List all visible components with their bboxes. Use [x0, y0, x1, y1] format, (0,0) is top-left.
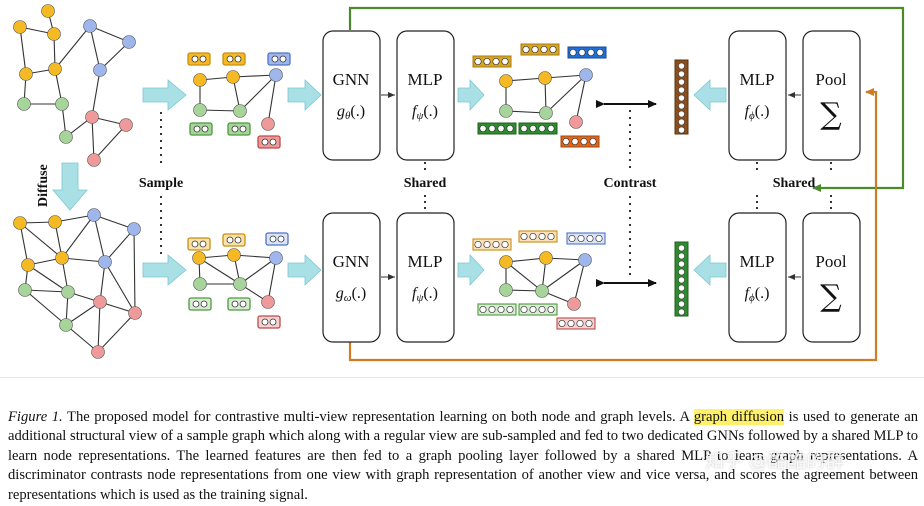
mlp-top-title: MLP — [408, 70, 443, 89]
contrast-label: Contrast — [604, 176, 657, 191]
sample-arrow-bottom — [142, 254, 187, 286]
svg-text:fψ(.): fψ(.) — [412, 103, 438, 122]
feature-chips-top — [187, 52, 291, 149]
svg-text:fϕ(.): fϕ(.) — [745, 103, 770, 122]
mlp-graph-bottom-fn: f — [745, 285, 752, 302]
caption-highlight: graph diffusion — [693, 408, 785, 425]
gnn-bottom-arg: (.) — [352, 285, 367, 302]
gnn-bottom-box: GNN gω(.) — [322, 212, 381, 343]
gnn-bottom-fn: g — [336, 285, 344, 302]
shared-left-label: Shared — [404, 176, 447, 191]
caption-text-before: The proposed model for contrastive multi… — [62, 408, 694, 425]
mlp-graph-bottom-title: MLP — [740, 252, 775, 271]
svg-text:fϕ(.): fϕ(.) — [745, 285, 770, 304]
shared-right-label: Shared — [773, 176, 816, 191]
watermark: 知乎 @酷酷的群 — [705, 450, 845, 472]
arrow-to-nodes-bottom — [457, 253, 485, 287]
diffuse-arrow — [52, 162, 88, 211]
diffused-graph-nodes — [13, 208, 142, 359]
mlp-bottom-fn: f — [412, 285, 419, 302]
mlp-graph-top-title: MLP — [740, 70, 775, 89]
pool-bottom-sum-icon: ∑ — [820, 279, 842, 314]
svg-text:gω(.): gω(.) — [336, 285, 366, 304]
mlp-bottom-arg: (.) — [423, 285, 438, 302]
original-graph — [19, 10, 130, 161]
loop-orange-path — [348, 88, 878, 362]
pool-bottom-title: Pool — [815, 252, 846, 271]
mlp-bottom-box: MLP fψ(.) — [396, 212, 455, 343]
pool-top-sum-icon: ∑ — [820, 97, 842, 132]
mlp-graph-top-sub: ϕ — [749, 110, 755, 122]
node-vectors-top — [472, 43, 607, 148]
arrow-to-nodes-top — [457, 78, 485, 112]
mlp-top-box: MLP fψ(.) — [396, 30, 455, 161]
gnn-top-title: GNN — [333, 70, 370, 89]
arrow-to-graph-vector-bottom — [693, 254, 727, 286]
arrow-to-gnn-bottom — [287, 254, 322, 286]
node-vector-cells-top — [474, 45, 604, 146]
mlp-graph-bottom-sub: ϕ — [749, 292, 755, 304]
svg-text:gθ(.): gθ(.) — [337, 103, 365, 122]
gnn-bottom-sub: ω — [344, 292, 352, 304]
mlp-graph-bottom-box: MLP fϕ(.) — [728, 212, 787, 343]
node-vector-cells-bottom — [474, 232, 603, 328]
mlp-top-arg: (.) — [423, 103, 438, 120]
pool-bottom-box: Pool ∑ — [802, 212, 861, 343]
mlp-bottom-sub: ψ — [416, 292, 423, 304]
gnn-top-fn: g — [337, 103, 345, 120]
arrow-to-gnn-top — [287, 79, 322, 111]
mlp-graph-top-box: MLP fϕ(.) — [728, 30, 787, 161]
pool-top-title: Pool — [815, 70, 846, 89]
step-sample-label: Sample — [139, 176, 183, 191]
figure-label: Figure 1. — [8, 408, 63, 425]
mlp-top-sub: ψ — [416, 110, 423, 122]
caption-divider — [0, 377, 924, 378]
gnn-top-box: GNN gθ(.) — [322, 30, 381, 161]
node-repr-graph-bottom — [505, 257, 586, 305]
gnn-bottom-title: GNN — [333, 252, 370, 271]
arrow-to-graph-vector-top — [693, 79, 727, 111]
loop-green-path — [348, 6, 905, 192]
mlp-graph-top-arg: (.) — [755, 103, 770, 120]
sample-arrow-top — [142, 79, 187, 111]
caption-text-after: is used to generate an additional struct… — [8, 408, 918, 503]
mlp-graph-bottom-arg: (.) — [755, 285, 770, 302]
pool-top-box: Pool ∑ — [802, 30, 861, 161]
step-diffuse-label: Diffuse — [36, 164, 51, 207]
svg-text:fψ(.): fψ(.) — [412, 285, 438, 304]
mlp-bottom-title: MLP — [408, 252, 443, 271]
diffused-graph — [19, 214, 136, 353]
gnn-top-arg: (.) — [350, 103, 365, 120]
node-vectors-bottom — [472, 230, 606, 330]
figure-caption: Figure 1. The proposed model for contras… — [8, 408, 918, 506]
mlp-top-fn: f — [412, 103, 419, 120]
original-graph-nodes — [13, 4, 136, 167]
model-diagram: Diffuse Sample — [13, 4, 905, 362]
gnn-top-sub: θ — [345, 110, 351, 122]
mlp-graph-top-fn: f — [745, 103, 752, 120]
